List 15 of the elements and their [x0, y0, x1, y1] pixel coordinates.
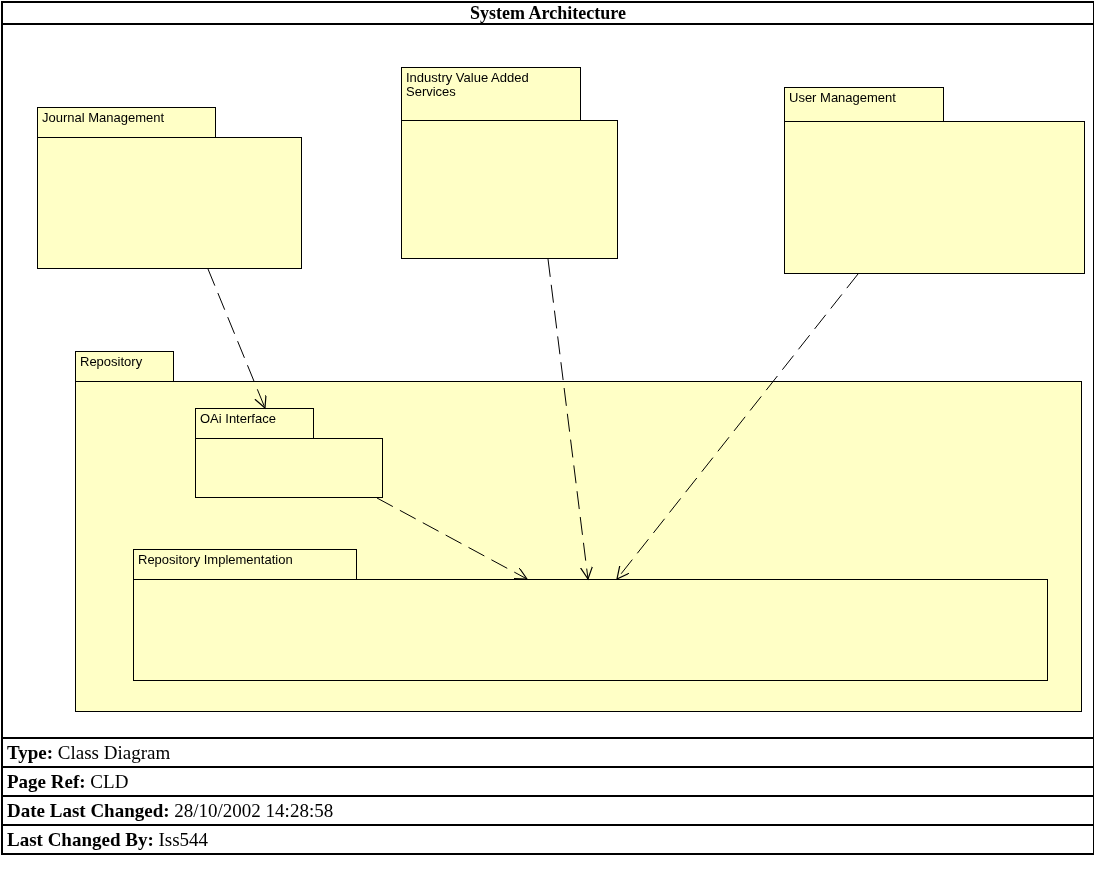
package-tab: Repository Implementation [133, 549, 357, 580]
package-tab: User Management [784, 87, 944, 122]
dependency-arrow [547, 258, 594, 580]
metadata-text: Type: Class Diagram [7, 742, 171, 763]
metadata-text: Page Ref: CLD [7, 771, 129, 792]
dependency-arrow [616, 273, 859, 580]
metadata-text: Last Changed By: Iss544 [7, 829, 209, 850]
package-tab: Journal Management [37, 107, 216, 138]
metadata-text: Date Last Changed: 28/10/2002 14:28:58 [7, 800, 334, 821]
dependency-arrow [376, 497, 528, 580]
package-tab: Industry Value Added Services [401, 67, 581, 121]
dependency-arrow [207, 268, 267, 409]
package-tab: OAi Interface [195, 408, 314, 439]
package-tab: Repository [75, 351, 174, 382]
diagram-title: System Architecture [3, 3, 1093, 25]
